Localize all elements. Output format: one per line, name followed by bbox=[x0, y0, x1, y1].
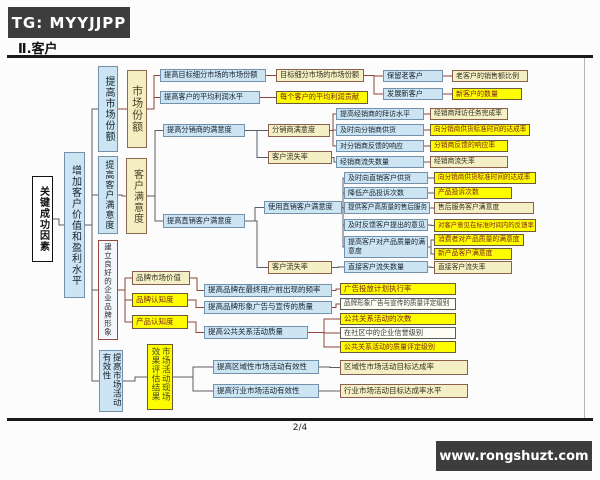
top-rule bbox=[7, 55, 593, 58]
node-r9b: 新产品客户满意度 bbox=[434, 248, 512, 260]
node-m8: 提高区域性市场活动有效性 bbox=[213, 360, 319, 374]
node-r10: 直接客户流失数量 bbox=[344, 261, 428, 273]
node-k1: 目标细分市场的市场份额 bbox=[276, 69, 364, 82]
node-k8: 客户流失率 bbox=[268, 151, 332, 164]
node-c1: 提高市场份额 bbox=[98, 66, 118, 152]
node-r9a: 消费者对产品质量的满意度 bbox=[434, 234, 524, 246]
node-m2: 提高客户的平均利润水平 bbox=[160, 91, 260, 104]
node-k2: 每个客户的平均利润贡献 bbox=[276, 91, 368, 104]
node-b3: 产品认知度 bbox=[132, 315, 188, 329]
node-k6: 新客户的数量 bbox=[452, 88, 522, 100]
node-r1y: 经销商拜访任务完成率 bbox=[430, 108, 508, 120]
node-c3: 建立良好的企业品牌形象 bbox=[98, 240, 118, 340]
node-k3: 保留老客户 bbox=[383, 70, 443, 82]
node-m7: 提高公共关系活动质量 bbox=[204, 326, 308, 339]
node-r2y: 向分销商供货标准时间的达成率 bbox=[430, 124, 530, 136]
node-p2: 品牌形象广告与宣传的质量评定级别 bbox=[340, 298, 456, 310]
node-p5: 公共关系活动的质量评定级别 bbox=[340, 341, 456, 353]
node-r8: 及时反馈客户提出的意见 bbox=[344, 219, 428, 231]
node-m5: 提高品牌在最终用户前出现的频率 bbox=[204, 284, 332, 297]
node-r6y: 产品投诉次数 bbox=[434, 187, 512, 199]
node-y2: 客户满意度 bbox=[126, 158, 147, 234]
node-r7y: 售后服务客户满意度 bbox=[434, 202, 534, 214]
node-root: 关键成功因素 bbox=[32, 176, 53, 262]
node-r3: 对分销商反馈的响应 bbox=[336, 140, 424, 152]
node-k10: 客户流失率 bbox=[268, 261, 332, 274]
node-p6: 区域性市场活动目标达成率 bbox=[340, 360, 468, 375]
node-r4y: 经销商流失率 bbox=[430, 156, 508, 168]
top-watermark: TG: MYYJJPP bbox=[8, 7, 130, 38]
node-m9: 提高行业市场活动有效性 bbox=[213, 384, 319, 398]
node-b2: 品牌认知度 bbox=[132, 293, 188, 307]
node-r8y: 对客户意见在标准时间内的反馈率 bbox=[434, 219, 536, 232]
node-k7: 分销商满意度 bbox=[268, 124, 330, 137]
node-r5y: 向分销商供货标准时间的达成率 bbox=[434, 172, 536, 184]
node-p3: 公共关系活动的次数 bbox=[340, 313, 456, 325]
node-b1: 品牌市场价值 bbox=[132, 271, 190, 285]
right-border-line bbox=[584, 58, 585, 418]
node-y4: 市场活动现场效果评估结果 bbox=[147, 344, 173, 410]
node-c2: 提高客户满意度 bbox=[98, 156, 118, 234]
node-r10y: 直接客户流失率 bbox=[434, 261, 512, 274]
bottom-watermark: www.rongshuzt.com bbox=[436, 441, 592, 471]
node-p4: 在社区中的企业信誉级别 bbox=[340, 327, 456, 339]
node-r5: 及时向直销客户供货 bbox=[344, 172, 428, 184]
node-r6: 降低产品投诉次数 bbox=[344, 187, 428, 199]
node-m6: 提高品牌形象广告与宣传的质量 bbox=[204, 301, 332, 314]
node-k9: 使用直销客户满意度 bbox=[264, 201, 342, 214]
node-k4: 发展新客户 bbox=[383, 88, 443, 100]
node-m3: 提高分销商的满意度 bbox=[163, 124, 245, 137]
node-c4: 提高市场活动有效性 bbox=[99, 350, 123, 412]
node-r2: 及时向分销商供货 bbox=[336, 124, 424, 136]
node-r3y: 分销商反馈的响应率 bbox=[430, 140, 508, 152]
page-number: 2/4 bbox=[292, 423, 308, 433]
node-r1: 提高经销商的拜访水平 bbox=[336, 108, 424, 120]
node-r4: 经销商流失数量 bbox=[336, 156, 424, 168]
node-y1: 市场份额 bbox=[127, 70, 147, 148]
node-m4: 提高直销客户满意度 bbox=[163, 214, 245, 228]
node-p1: 广告投放计划执行率 bbox=[340, 283, 456, 295]
node-k5: 老客户的销售额比例 bbox=[452, 70, 528, 82]
bottom-rule bbox=[7, 418, 593, 421]
node-r7: 提供客户高质量的售后服务 bbox=[344, 202, 430, 214]
section-title: Ⅱ.客户 bbox=[18, 42, 58, 57]
node-l1: 增加客户价值和盈利水平 bbox=[64, 152, 85, 298]
node-p7: 行业市场活动目标达成率水平 bbox=[340, 384, 468, 398]
node-m1: 提高目标细分市场的市场份额 bbox=[160, 69, 266, 82]
node-r9: 提高客户对产品质量的满意度 bbox=[344, 236, 428, 258]
